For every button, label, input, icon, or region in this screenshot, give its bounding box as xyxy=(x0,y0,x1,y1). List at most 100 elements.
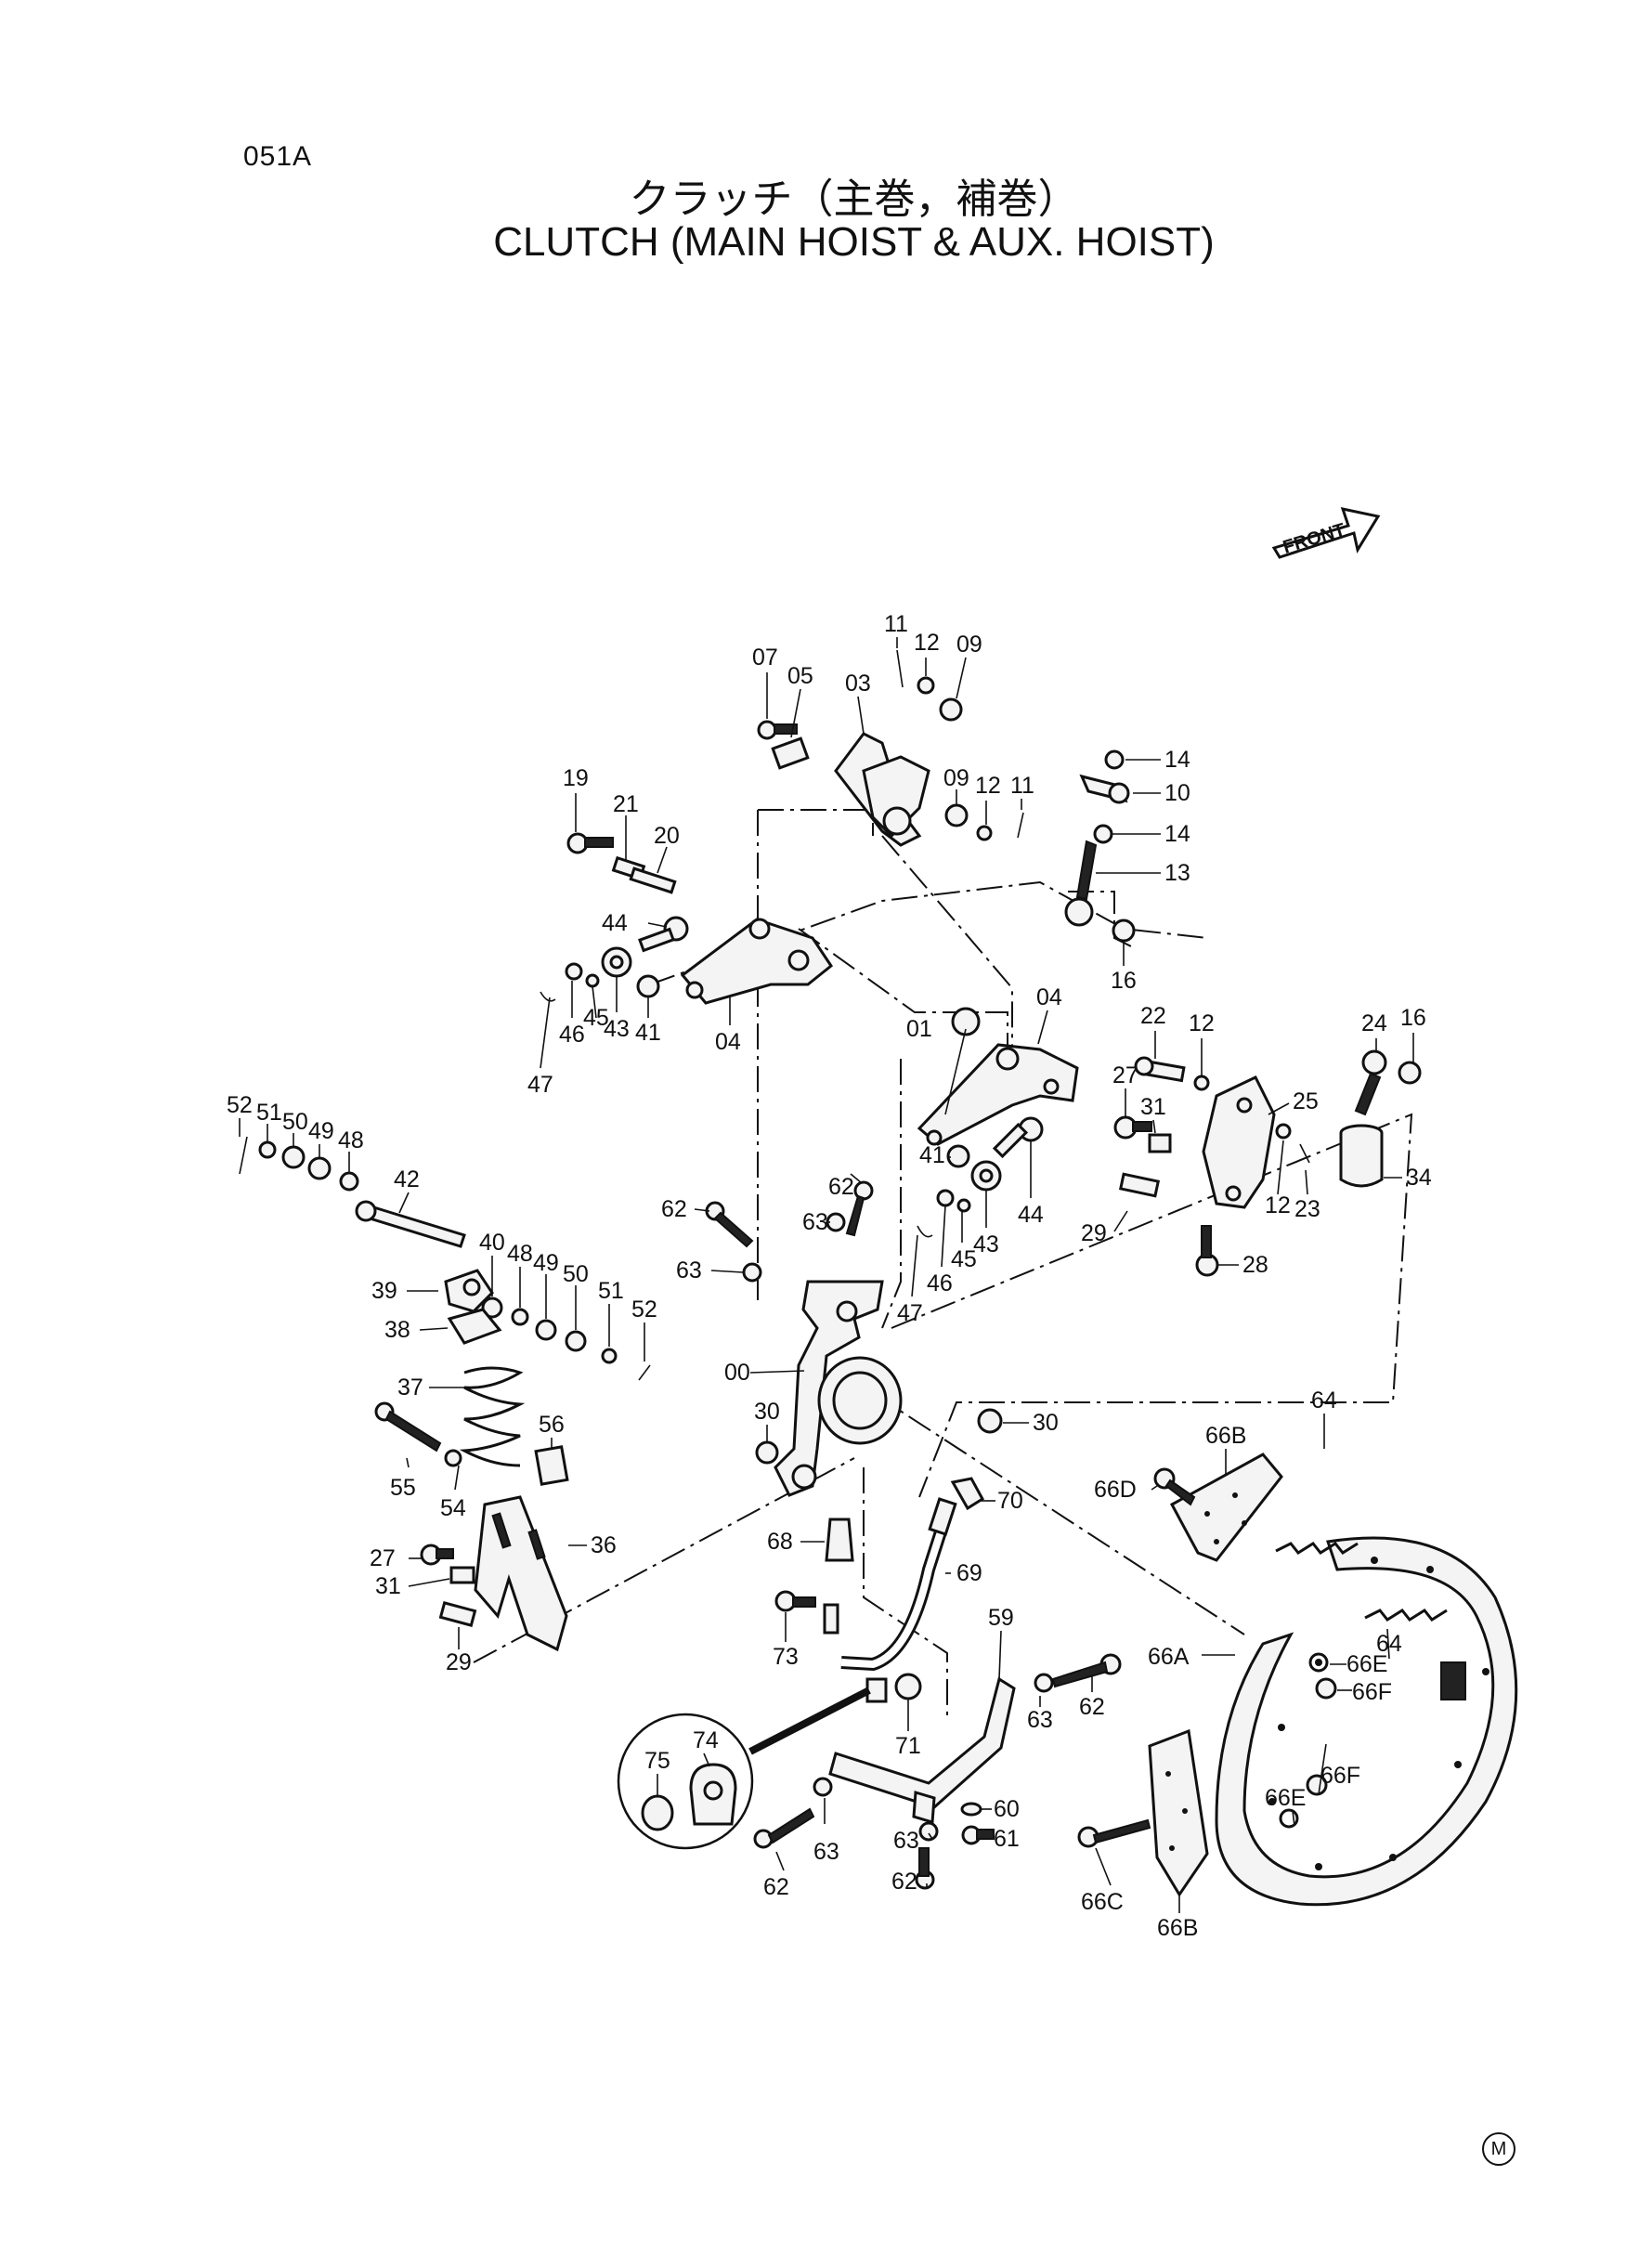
callout-74: 74 xyxy=(693,1727,719,1753)
callout-71: 71 xyxy=(895,1733,921,1759)
bracket-00 xyxy=(774,1280,903,1497)
callout-40: 40 xyxy=(479,1230,505,1256)
washer-12 xyxy=(917,676,993,841)
callout-70: 70 xyxy=(997,1488,1023,1514)
callout-62: 62 xyxy=(1079,1694,1105,1720)
bushing-41-upper xyxy=(636,974,660,998)
callout-10: 10 xyxy=(1164,780,1190,806)
pin-11 xyxy=(896,649,1024,839)
rod-end-10 xyxy=(1079,774,1130,804)
callout-36: 36 xyxy=(591,1532,617,1558)
callout-11: 11 xyxy=(884,611,908,637)
plate-05 xyxy=(771,736,810,770)
clip-74-on-hose xyxy=(865,1677,888,1703)
brake-band-66A xyxy=(1215,1536,1518,1907)
callout-14: 14 xyxy=(1164,821,1190,847)
pin-52-right xyxy=(638,1364,651,1381)
callout-25: 25 xyxy=(1293,1088,1319,1114)
lever-39 xyxy=(444,1269,494,1313)
callout-63: 63 xyxy=(676,1257,702,1283)
rod-13 xyxy=(1064,840,1098,927)
callout-50: 50 xyxy=(282,1109,308,1135)
bolt-62-mid xyxy=(705,1201,754,1248)
callout-27: 27 xyxy=(1112,1062,1138,1088)
lining-66B-lower xyxy=(1148,1728,1209,1897)
callout-14: 14 xyxy=(1164,747,1190,773)
bushing-16 xyxy=(1112,919,1422,1085)
callout-66F: 66F xyxy=(1352,1679,1392,1705)
bolt-27-upper xyxy=(1113,1115,1152,1140)
bolt-44-upper xyxy=(638,916,689,953)
nut-63-upper xyxy=(826,1212,846,1232)
detail-circle-74-75 xyxy=(617,1687,871,1850)
callout-75: 75 xyxy=(644,1748,670,1774)
washer-12-bracket xyxy=(1193,1075,1292,1140)
callout-73: 73 xyxy=(773,1644,799,1670)
callout-16: 16 xyxy=(1111,968,1137,994)
callout-52: 52 xyxy=(227,1092,253,1118)
callout-66B: 66B xyxy=(1205,1423,1246,1449)
spacer-43-lower xyxy=(970,1160,1002,1192)
callout-43: 43 xyxy=(604,1016,630,1042)
callout-66A: 66A xyxy=(1148,1644,1190,1670)
callout-66C: 66C xyxy=(1081,1889,1124,1915)
callout-51: 51 xyxy=(598,1278,624,1304)
bushing-01 xyxy=(951,1007,981,1036)
callout-48: 48 xyxy=(338,1127,364,1153)
callout-48: 48 xyxy=(507,1241,533,1267)
callout-63: 63 xyxy=(1027,1707,1053,1733)
seat-38 xyxy=(447,1308,502,1345)
callout-62: 62 xyxy=(828,1174,854,1200)
pin-29-lower xyxy=(438,1601,477,1627)
bolt-55 xyxy=(374,1401,442,1453)
callout-12: 12 xyxy=(1189,1010,1215,1036)
bracket-59 xyxy=(828,1676,1016,1824)
bolt-62-left xyxy=(753,1807,815,1849)
elbow-70 xyxy=(950,1477,984,1511)
callout-45: 45 xyxy=(583,1005,609,1031)
callout-66E: 66E xyxy=(1346,1651,1387,1677)
cotter-pin-47-lower xyxy=(917,1225,933,1238)
callout-39: 39 xyxy=(371,1278,397,1304)
callout-66B: 66B xyxy=(1157,1915,1198,1941)
callout-63: 63 xyxy=(802,1209,828,1235)
callout-42: 42 xyxy=(394,1166,420,1192)
collar-56 xyxy=(534,1445,569,1486)
washer-51-right xyxy=(601,1348,618,1364)
assembly-lines xyxy=(473,809,1413,1718)
nut-46-lower xyxy=(936,1189,955,1207)
pin-20 xyxy=(629,866,677,894)
callout-64: 64 xyxy=(1376,1631,1402,1657)
callout-59: 59 xyxy=(988,1605,1014,1631)
bolt-62-upper xyxy=(845,1180,874,1237)
nut-63-bracket xyxy=(1034,1673,1054,1693)
bushing-09 xyxy=(939,697,969,827)
callout-01: 01 xyxy=(906,1016,932,1042)
nut-63-lower xyxy=(813,1777,939,1842)
callout-46: 46 xyxy=(927,1270,953,1296)
callout-63: 63 xyxy=(893,1828,919,1854)
callout-49: 49 xyxy=(308,1118,334,1144)
callout-49: 49 xyxy=(533,1250,559,1276)
callout-66F: 66F xyxy=(1320,1763,1360,1789)
bracket-25 xyxy=(1202,1075,1276,1209)
callout-62: 62 xyxy=(763,1874,789,1900)
bushing-40 xyxy=(481,1296,503,1319)
callout-51: 51 xyxy=(256,1100,282,1126)
callout-12: 12 xyxy=(975,773,1001,799)
rod-end-24 xyxy=(1354,1049,1387,1116)
bolt-73 xyxy=(774,1590,816,1612)
washer-45-lower xyxy=(956,1198,971,1213)
washer-48-left xyxy=(339,1171,359,1192)
callout-20: 20 xyxy=(654,823,680,849)
bushing-50-left xyxy=(281,1145,306,1169)
callout-47: 47 xyxy=(527,1072,553,1098)
callout-16: 16 xyxy=(1400,1005,1426,1031)
callout-63: 63 xyxy=(813,1839,839,1865)
spring-64-lower xyxy=(1364,1609,1448,1622)
nut-14 xyxy=(1093,749,1125,844)
callout-44: 44 xyxy=(1018,1202,1044,1228)
pin-52-left xyxy=(239,1136,248,1175)
callout-38: 38 xyxy=(384,1317,410,1343)
plate-31-lower xyxy=(449,1566,475,1584)
